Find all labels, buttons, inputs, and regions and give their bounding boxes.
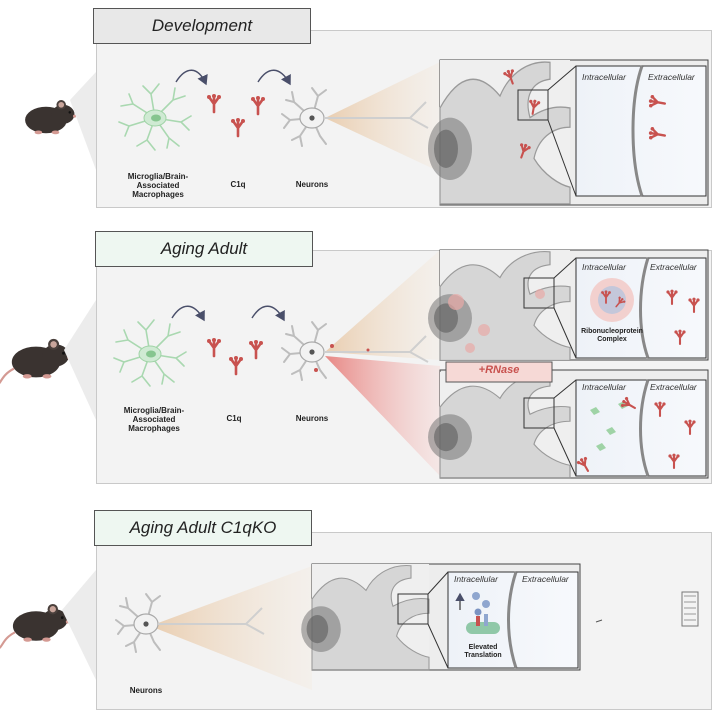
microglia-icon xyxy=(118,83,192,151)
c1q-icon xyxy=(205,92,267,138)
c1q-icon xyxy=(205,336,265,376)
pointer-c1qko xyxy=(62,570,96,680)
page-fragment-icon xyxy=(681,591,699,627)
zoom-cone-top xyxy=(325,250,440,360)
extracellular-label: Extracellular xyxy=(648,72,695,82)
extracellular-label: Extracellular xyxy=(650,382,697,392)
microglia-label: Microglia/Brain- Associated Macrophages xyxy=(127,172,189,199)
zoom-box-aging-rnase xyxy=(427,369,709,479)
pointer-development xyxy=(70,72,96,170)
neuron-icon xyxy=(115,593,161,653)
intracellular-label: Intracellular xyxy=(582,262,626,272)
microglia-label: Microglia/Brain- Associated Macrophages xyxy=(123,406,185,433)
c1q-label: C1q xyxy=(230,180,246,189)
development-title: Development xyxy=(93,8,311,44)
aging-adult-c1qko-title: Aging Adult C1qKO xyxy=(94,510,312,546)
arrow-icon xyxy=(251,305,285,322)
zoom-box-development xyxy=(427,59,709,206)
neurons-label: Neurons xyxy=(295,414,329,423)
rnp-complex-label: Ribonucleoprotein Complex xyxy=(581,328,643,343)
extracellular-label: Extracellular xyxy=(650,262,697,272)
aging-adult-title: Aging Adult xyxy=(95,231,313,267)
mouse-icon-aging xyxy=(0,338,71,385)
arrow-icon xyxy=(171,305,205,322)
arrow-icon xyxy=(257,69,291,86)
neuron-icon xyxy=(281,321,327,381)
intracellular-label: Intracellular xyxy=(454,574,498,584)
intracellular-label: Intracellular xyxy=(582,382,626,392)
zoom-cone-bottom xyxy=(325,356,440,476)
zoom-box-aging-top xyxy=(427,249,709,361)
microglia-icon xyxy=(113,319,187,387)
zoom-box-c1qko xyxy=(300,563,581,671)
tick-mark xyxy=(595,619,603,623)
arrow-icon xyxy=(175,69,208,86)
elevated-translation-label: Elevated Translation xyxy=(464,644,502,659)
zoom-cone-c1qko xyxy=(150,566,312,690)
mouse-icon-c1qko xyxy=(0,603,70,649)
rnase-box xyxy=(445,361,553,383)
pointer-aging xyxy=(64,300,96,420)
c1q-label: C1q xyxy=(226,414,242,423)
intracellular-label: Intracellular xyxy=(582,72,626,82)
neurons-label: Neurons xyxy=(129,686,163,695)
mouse-icon-development xyxy=(25,100,77,135)
neurons-label: Neurons xyxy=(295,180,329,189)
rnase-label: +RNase xyxy=(478,364,520,376)
extracellular-label: Extracellular xyxy=(522,574,569,584)
neuron-icon xyxy=(281,87,327,147)
